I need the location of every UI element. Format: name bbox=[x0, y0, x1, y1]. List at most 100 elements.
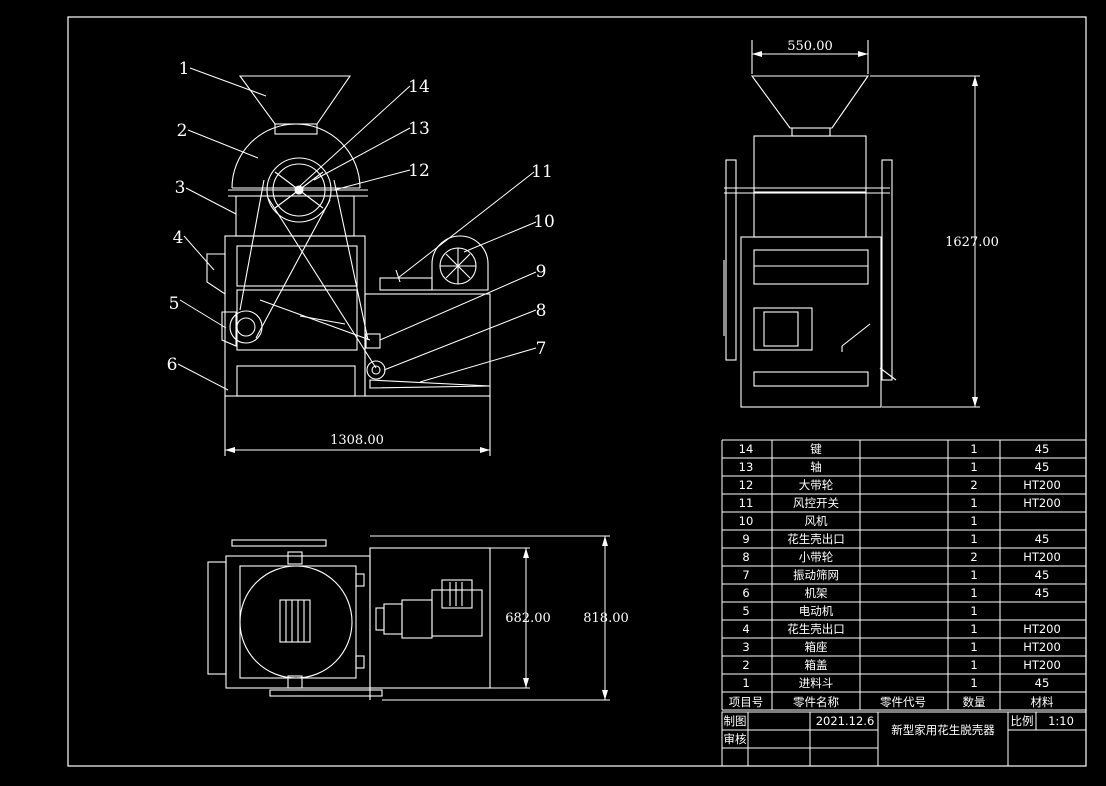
bom-cell-name: 箱座 bbox=[805, 640, 828, 654]
leader-6: 6 bbox=[167, 355, 178, 375]
front-width-dimension: 1308.00 bbox=[225, 433, 490, 453]
leader-14: 14 bbox=[408, 77, 430, 97]
leader-7: 7 bbox=[536, 339, 547, 359]
bom-cell-no: 10 bbox=[739, 514, 754, 528]
leader-3: 3 bbox=[175, 178, 186, 198]
leader-5: 5 bbox=[169, 294, 180, 314]
drawing-date: 2021.12.6 bbox=[816, 714, 875, 728]
bom-cell-name: 花生壳出口 bbox=[787, 532, 845, 546]
bom-cell-name: 箱盖 bbox=[805, 658, 828, 672]
bom-cell-name: 大带轮 bbox=[799, 478, 834, 492]
bom-cell-qty: 2 bbox=[970, 478, 977, 492]
part-leader-numbers: 1 2 3 4 5 6 7 8 9 10 11 12 13 14 bbox=[167, 59, 555, 375]
bom-cell-material: HT200 bbox=[1023, 622, 1061, 636]
bom-cell-material: 45 bbox=[1035, 532, 1050, 546]
leader-13: 13 bbox=[408, 119, 430, 139]
bom-cell-qty: 1 bbox=[970, 586, 977, 600]
leader-12: 12 bbox=[408, 161, 430, 181]
bom-cell-name: 小带轮 bbox=[799, 550, 834, 564]
bom-cell-name: 进料斗 bbox=[799, 676, 834, 690]
scale-label: 比例 bbox=[1011, 714, 1034, 728]
front-width-label: 1308.00 bbox=[330, 433, 384, 448]
bom-header-no: 项目号 bbox=[729, 695, 764, 709]
bom-cell-name: 机架 bbox=[805, 586, 828, 600]
bom-cell-material: HT200 bbox=[1023, 496, 1061, 510]
bom-row: 3 箱座 1 HT200 bbox=[742, 640, 1060, 654]
bom-cell-no: 12 bbox=[739, 478, 754, 492]
bom-cell-material: 45 bbox=[1035, 586, 1050, 600]
bom-cell-name: 风机 bbox=[805, 514, 828, 528]
bom-header-material: 材料 bbox=[1031, 695, 1054, 709]
bom-cell-material: 45 bbox=[1035, 676, 1050, 690]
checked-by-label: 审核 bbox=[724, 732, 747, 746]
bom-cell-no: 11 bbox=[739, 496, 754, 510]
bom-cell-qty: 2 bbox=[970, 550, 977, 564]
bom-cell-name: 振动筛网 bbox=[793, 568, 839, 582]
title-block: 制图 审核 2021.12.6 新型家用花生脱壳器 比例 1:10 bbox=[721, 711, 1087, 767]
bom-cell-material: HT200 bbox=[1023, 640, 1061, 654]
bom-cell-material: HT200 bbox=[1023, 658, 1061, 672]
bom-cell-material: HT200 bbox=[1023, 478, 1061, 492]
bom-row: 7 振动筛网 1 45 bbox=[742, 568, 1049, 582]
leader-8: 8 bbox=[536, 301, 547, 321]
side-width-dimension: 550.00 bbox=[752, 39, 868, 57]
leader-10: 10 bbox=[533, 212, 555, 232]
bom-cell-name: 轴 bbox=[810, 460, 822, 474]
bom-cell-no: 6 bbox=[742, 586, 749, 600]
leader-2: 2 bbox=[177, 121, 188, 141]
drawing-title: 新型家用花生脱壳器 bbox=[891, 723, 995, 737]
bom-cell-qty: 1 bbox=[970, 604, 977, 618]
drawing-border bbox=[67, 16, 1087, 767]
bom-header-code: 零件代号 bbox=[880, 695, 926, 709]
leader-11: 11 bbox=[531, 162, 553, 182]
bom-cell-qty: 1 bbox=[970, 640, 977, 654]
bom-cell-name: 键 bbox=[810, 442, 822, 456]
bom-cell-material: HT200 bbox=[1023, 550, 1061, 564]
top-inner-dimension: 682.00 bbox=[505, 548, 551, 688]
bom-cell-qty: 1 bbox=[970, 568, 977, 582]
bom-grid bbox=[721, 439, 1087, 711]
leader-4: 4 bbox=[173, 228, 184, 248]
bom-cell-qty: 1 bbox=[970, 658, 977, 672]
side-height-dimension: 1627.00 bbox=[945, 76, 999, 407]
bom-cell-material: 45 bbox=[1035, 568, 1050, 582]
top-inner-label: 682.00 bbox=[505, 611, 551, 626]
bom-cell-no: 3 bbox=[742, 640, 749, 654]
bom-header-qty: 数量 bbox=[963, 695, 986, 709]
bom-cell-qty: 1 bbox=[970, 532, 977, 546]
top-outer-dimension: 818.00 bbox=[583, 536, 629, 700]
part-leaders bbox=[177, 67, 537, 391]
bom-row: 8 小带轮 2 HT200 bbox=[742, 550, 1060, 564]
bom-cell-qty: 1 bbox=[970, 442, 977, 456]
bom-cell-no: 8 bbox=[742, 550, 749, 564]
top-outer-label: 818.00 bbox=[583, 611, 629, 626]
bom-cell-name: 风控开关 bbox=[793, 496, 839, 510]
leader-1: 1 bbox=[179, 59, 190, 79]
bom-row: 12 大带轮 2 HT200 bbox=[739, 478, 1061, 492]
bom-cell-no: 13 bbox=[739, 460, 754, 474]
bom-cell-qty: 1 bbox=[970, 514, 977, 528]
bom-row: 14 键 1 45 bbox=[739, 442, 1050, 456]
side-view bbox=[723, 40, 980, 408]
scale-value: 1:10 bbox=[1048, 714, 1074, 728]
drawn-by-label: 制图 bbox=[724, 714, 747, 728]
bom-row: 9 花生壳出口 1 45 bbox=[742, 532, 1049, 546]
bom-cell-no: 7 bbox=[742, 568, 749, 582]
bom-row: 10 风机 1 bbox=[739, 514, 978, 528]
side-height-label: 1627.00 bbox=[945, 235, 999, 250]
bom-cell-no: 9 bbox=[742, 532, 749, 546]
bom-cell-no: 14 bbox=[739, 442, 754, 456]
bom-cell-no: 2 bbox=[742, 658, 749, 672]
bom-cell-material: 45 bbox=[1035, 442, 1050, 456]
front-view bbox=[206, 75, 491, 456]
bom-row: 6 机架 1 45 bbox=[742, 586, 1049, 600]
bom-cell-no: 5 bbox=[742, 604, 749, 618]
